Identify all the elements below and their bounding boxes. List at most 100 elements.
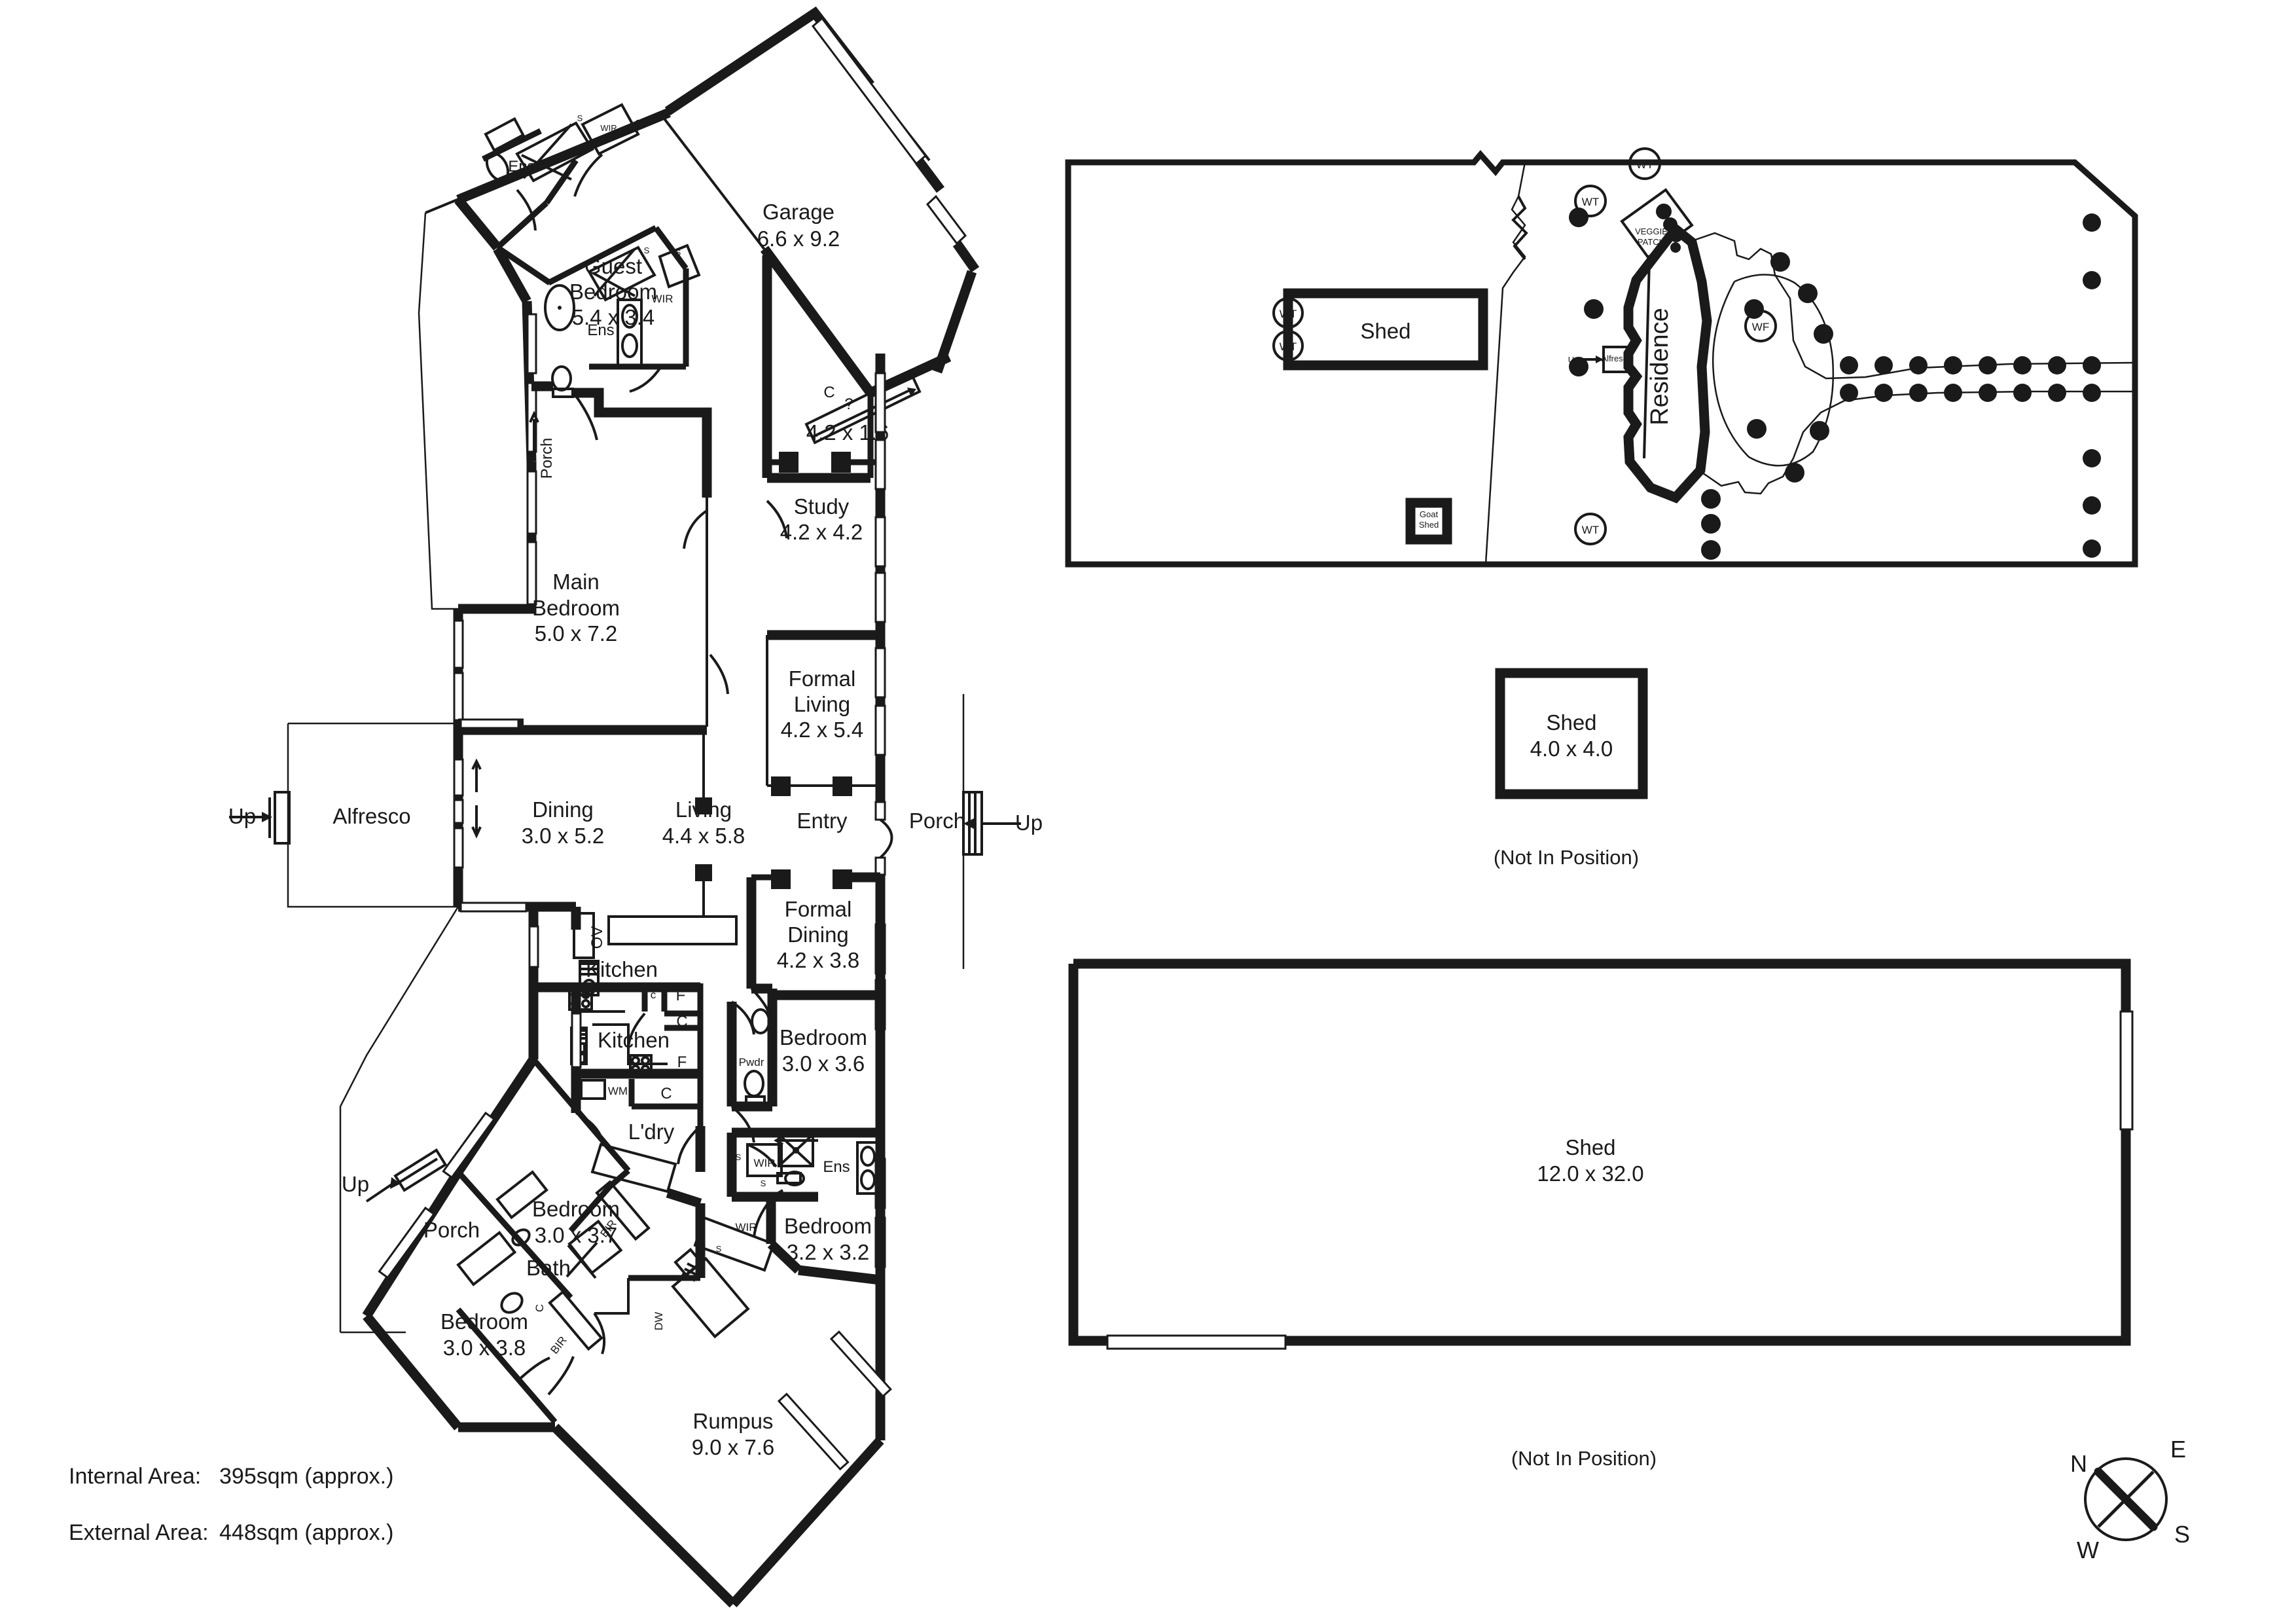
s-label-7: S	[716, 1244, 722, 1254]
cupboard-label-c: C	[823, 384, 834, 401]
s-label-2: S	[636, 118, 641, 128]
detached-shed-large-label: Shed	[1565, 1135, 1615, 1159]
external-area-value: 448sqm (approx.)	[219, 1520, 393, 1545]
goat-shed-label-l2: Shed	[1419, 520, 1439, 530]
room-label-formal-living-l1: Formal	[789, 666, 856, 691]
wm-label: WM	[608, 1085, 628, 1097]
kitchen-upper-area: OV Kitchen	[528, 902, 738, 996]
porch-label-lower: Porch	[423, 1218, 480, 1242]
site-plan-group: Shed WT WT Goat Shed WT WT WT VEGGIE PAT…	[1065, 147, 2138, 568]
residence-footprint: Residence Alfresco Up	[1568, 222, 1712, 503]
bir-label-2: BIR	[548, 1334, 569, 1357]
goat-shed: Goat Shed	[1405, 498, 1452, 545]
dining-living-area: Dining 3.0 x 5.2 Living 4.4 x 5.8	[471, 727, 745, 917]
wir-label-lower: WIR	[735, 1221, 757, 1233]
porch-label-left: Porch	[538, 438, 556, 479]
cupboard-label-q: ?	[844, 395, 853, 413]
compass-rose: N E W S	[2070, 1436, 2190, 1563]
room-label-formal-living-l2: Living	[794, 692, 850, 716]
entry-label: Entry	[797, 809, 848, 833]
entry-porch-right: Entry Porch Up	[797, 694, 1043, 969]
room-dim-bedroom-30x38: 3.0 x 3.8	[443, 1336, 526, 1360]
up-label-right: Up	[1015, 811, 1043, 835]
s-label-1: S	[577, 113, 583, 123]
room-label-bedroom-30x38: Bedroom	[440, 1309, 528, 1334]
compass-east-label: E	[2170, 1436, 2186, 1463]
alfresco-room: Alfresco Up	[228, 718, 533, 913]
c-label-3: C	[533, 1304, 546, 1312]
water-tanks-right: WT WT WT	[1574, 147, 1661, 545]
s-label-5: S	[736, 1152, 742, 1162]
bedroom-32x32-area: Bedroom 3.2 x 3.2 WIR S	[693, 1113, 886, 1285]
room-label-dining: Dining	[532, 797, 594, 822]
compass-north-label: N	[2070, 1450, 2087, 1477]
room-dim-bedroom-32x32: 3.2 x 3.2	[787, 1240, 870, 1264]
room-label-bedroom-30x37: Bedroom	[532, 1197, 620, 1221]
ens-label-mid: Ens	[587, 321, 614, 339]
dishwasher-label: DW	[653, 1312, 665, 1330]
s-label-6: S	[761, 1178, 766, 1188]
main-bedroom-room: Main Bedroom 5.0 x 7.2	[453, 407, 729, 735]
detached-shed-small-dim: 4.0 x 4.0	[1530, 737, 1613, 761]
wir-label-mid: WIR	[651, 293, 673, 305]
room-dim-dining: 3.0 x 5.2	[522, 824, 605, 848]
residence-label: Residence	[1646, 308, 1674, 426]
water-tank-4: WT	[1582, 524, 1599, 536]
room-dim-formal-living: 4.2 x 5.4	[781, 718, 864, 742]
c-label-2: C	[660, 1085, 672, 1103]
room-label-main-bedroom-l1: Main	[552, 570, 600, 594]
c-label-1: C	[676, 1013, 687, 1030]
detached-shed-large-dim: 12.0 x 32.0	[1537, 1161, 1643, 1186]
f-label-2: F	[677, 1053, 687, 1071]
up-label-left: Up	[228, 804, 256, 828]
site-trees	[1569, 208, 2101, 560]
s-label-4: S	[675, 247, 681, 257]
veggie-patch-label-l1: VEGGIE	[1635, 227, 1668, 236]
room-label-study: Study	[794, 494, 850, 519]
porch-label-right: Porch	[909, 809, 965, 833]
formal-living-room: Formal Living 4.2 x 5.4	[766, 635, 886, 796]
oven-label: OV	[588, 926, 606, 949]
compass-south-label: S	[2174, 1521, 2190, 1548]
ens-label-right: Ens	[823, 1158, 850, 1176]
room-dim-formal-dining: 4.2 x 3.8	[777, 948, 860, 972]
room-dim-main-bedroom: 5.0 x 7.2	[535, 621, 618, 646]
detached-shed-large-group: Shed 12.0 x 32.0 (Not In Position)	[1068, 958, 2134, 1470]
room-label-bedroom-30x36: Bedroom	[780, 1025, 867, 1049]
c-label-small: c	[651, 989, 656, 1001]
compass-west-label: W	[2077, 1537, 2099, 1563]
external-area-label: External Area:	[69, 1520, 209, 1545]
water-tank-5: WT	[1636, 158, 1653, 171]
up-label-lower: Up	[342, 1172, 369, 1196]
bedroom-30x36-area: Pwdr Bedroom 3.0 x 3.6	[726, 983, 880, 1143]
water-tank-1: WT	[1280, 308, 1297, 320]
room-label-garage: Garage	[762, 200, 834, 224]
room-label-alfresco: Alfresco	[332, 804, 410, 828]
laundry-label: L'dry	[628, 1120, 675, 1144]
residence-floorplan-group: Garage 6.6 x 9.2 E	[228, 6, 1043, 1608]
water-tank-3: WT	[1582, 196, 1599, 208]
pwdr-label: Pwdr	[739, 1056, 764, 1068]
room-dim-garage: 6.6 x 9.2	[757, 227, 840, 251]
guest-bedroom-wing: Ens WIR S S Guest Bedroom 5.4 x 3.4 Ens …	[418, 103, 701, 610]
detached-shed-small-group: Shed 4.0 x 4.0 (Not In Position)	[1494, 668, 1648, 869]
detached-shed-small-note: (Not In Position)	[1494, 846, 1639, 869]
formal-dining-room: Formal Dining 4.2 x 3.8	[746, 869, 886, 1113]
kitchen-label-lower: Kitchen	[598, 1028, 670, 1052]
detached-shed-large-note: (Not In Position)	[1511, 1447, 1657, 1470]
area-summary: Internal Area: 395sqm (approx.) External…	[69, 1464, 393, 1545]
internal-area-value: 395sqm (approx.)	[219, 1464, 393, 1489]
room-label-formal-dining-l1: Formal	[785, 897, 852, 921]
wir-label-top: WIR	[600, 123, 617, 133]
kitchen-lower-area: c F C Kitchen F WM C	[568, 982, 706, 1209]
site-alfresco-label: Alfresco	[1602, 354, 1632, 363]
s-label-3: S	[644, 246, 650, 255]
room-label-bedroom-32x32: Bedroom	[784, 1214, 872, 1238]
internal-area-label: Internal Area:	[69, 1464, 201, 1489]
garage-room: Garage 6.6 x 9.2	[660, 6, 980, 397]
rumpus-room: DW Rumpus 9.0 x 7.6	[551, 1247, 892, 1608]
water-tank-2: WT	[1280, 340, 1297, 353]
goat-shed-label-l1: Goat	[1420, 509, 1439, 519]
ens-wir-right-area: WIR S S Ens	[726, 1127, 880, 1202]
